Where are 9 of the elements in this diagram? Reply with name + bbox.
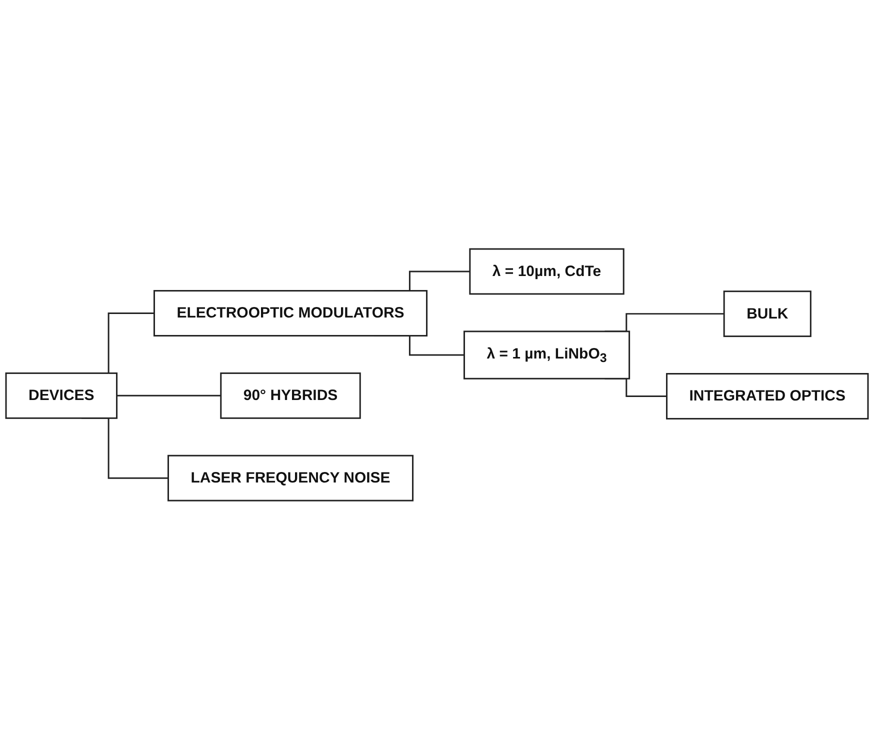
node-box: λ = 1 µm, LiNbO$_{3}$ [464, 330, 630, 380]
node-box: INTEGRATED OPTICS [666, 373, 869, 420]
node-box: BULK [723, 290, 812, 338]
connector [116, 395, 221, 397]
node-box: λ = 10µm, CdTe [469, 248, 624, 295]
node-box: ELECTROOPTIC MODULATORS [153, 290, 428, 337]
node-box: LASER FREQUENCY NOISE [167, 455, 414, 502]
node-box: 90° HYBRIDS [220, 372, 361, 420]
node-box: DEVICES [5, 372, 118, 420]
